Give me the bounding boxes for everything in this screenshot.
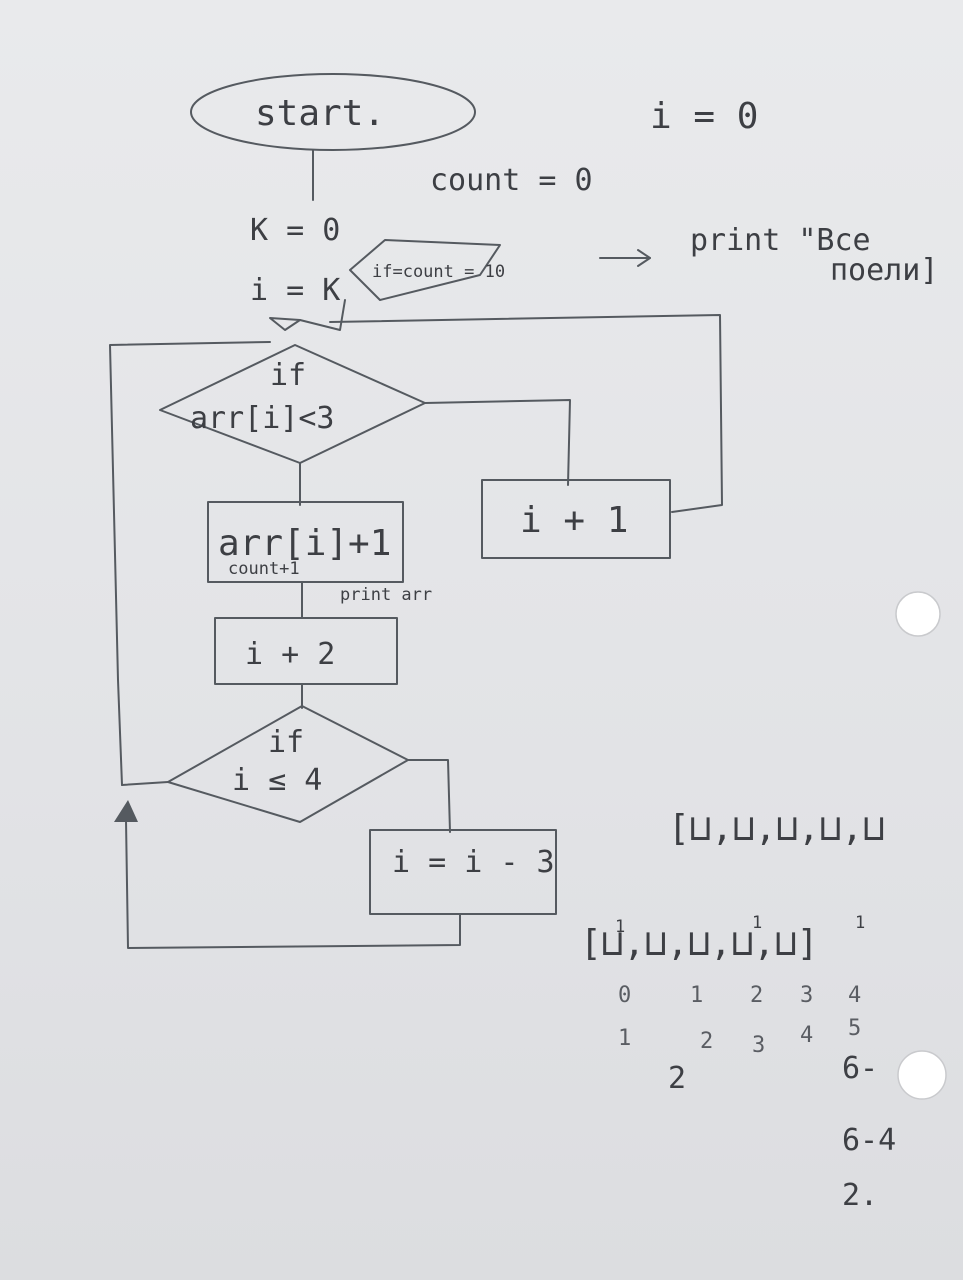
count-init-label: count = 0 bbox=[430, 163, 593, 198]
process-i-minus-3-label: i = i - 3 bbox=[392, 845, 555, 880]
calc-line-1: 6- bbox=[842, 1051, 878, 1086]
index-value: 5 bbox=[848, 1016, 861, 1041]
calc-line-3: 2. bbox=[842, 1178, 878, 1213]
process-i-plus-2 bbox=[214, 617, 398, 685]
decision2-cond-label: i ≤ 4 bbox=[232, 763, 322, 798]
index-value: 1 bbox=[690, 983, 703, 1008]
index-value: 3 bbox=[752, 1033, 765, 1058]
count-digit: 2 bbox=[668, 1061, 686, 1096]
print-arr-label: print arr bbox=[340, 585, 432, 605]
index-value: 2 bbox=[750, 983, 763, 1008]
count-check-decision bbox=[349, 239, 501, 301]
index-value: 2 bbox=[700, 1029, 713, 1054]
loop-left-line bbox=[109, 341, 271, 786]
k-init-label: K = 0 bbox=[250, 213, 340, 248]
loop-right-line bbox=[329, 314, 723, 513]
connector-decision2-right bbox=[407, 759, 451, 833]
calc-line-2: 6-4 bbox=[842, 1123, 896, 1158]
index-value: 4 bbox=[800, 1023, 813, 1048]
process-arr-plus-1 bbox=[207, 501, 404, 583]
return-loop-line bbox=[125, 819, 461, 949]
return-arrow-head bbox=[114, 800, 138, 822]
process-i-plus-1 bbox=[481, 479, 671, 559]
decision2-if-label: if bbox=[268, 725, 304, 760]
print-all-label: print "Все bbox=[690, 223, 871, 258]
i-assign-label: i = K bbox=[250, 273, 340, 308]
array-mark: 1 bbox=[615, 917, 625, 937]
process-arr-label: arr[i]+1 bbox=[218, 523, 391, 564]
index-value: 1 bbox=[618, 1026, 631, 1051]
index-value: 3 bbox=[800, 983, 813, 1008]
connector-false-branch bbox=[424, 399, 571, 486]
array-bottom-label: [⊔,⊔,⊔,⊔,⊔] bbox=[580, 923, 818, 964]
process-i-plus-1-label: i + 1 bbox=[520, 500, 628, 541]
bowtie-arrow bbox=[269, 317, 301, 331]
process-count-label: count+1 bbox=[228, 559, 300, 579]
process-i-minus-3 bbox=[369, 829, 557, 915]
process-i-plus-2-label: i + 2 bbox=[245, 637, 335, 672]
connector-i-to-loop bbox=[299, 299, 346, 331]
index-value: 4 bbox=[848, 983, 861, 1008]
start-label: start. bbox=[255, 93, 385, 134]
i-init-label: i = 0 bbox=[650, 96, 758, 137]
binder-hole bbox=[895, 591, 941, 637]
array-mark: 1 bbox=[855, 913, 865, 933]
decision1-if-label: if bbox=[270, 358, 306, 393]
array-top-label: [⊔,⊔,⊔,⊔,⊔ bbox=[668, 808, 885, 849]
binder-hole bbox=[897, 1050, 947, 1100]
start-terminal bbox=[190, 73, 476, 151]
array-mark: 1 bbox=[752, 913, 762, 933]
index-value: 0 bbox=[618, 983, 631, 1008]
decision-i-le-4 bbox=[167, 705, 409, 823]
arrow-head-print bbox=[637, 249, 651, 267]
count-check-label: if=count = 10 bbox=[372, 262, 505, 282]
decision1-cond-label: arr[i]<3 bbox=[190, 401, 335, 436]
print-all-label-2: поели] bbox=[830, 253, 938, 288]
connector-decision2-left bbox=[121, 781, 169, 786]
